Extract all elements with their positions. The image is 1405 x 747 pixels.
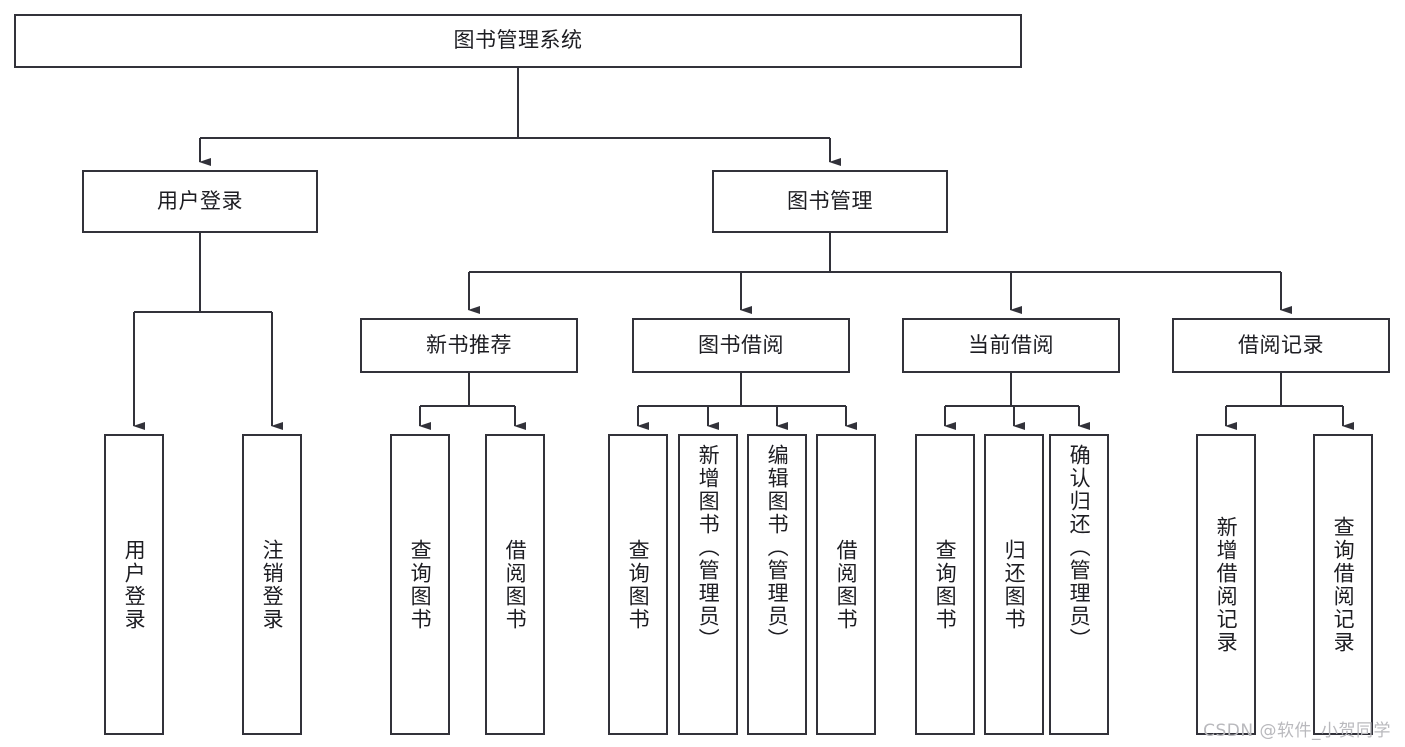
node-current-borrow[interactable]: 当前借阅 xyxy=(902,318,1120,373)
node-leaf-query-book-recommend-label: 查询图书 xyxy=(408,538,433,631)
node-leaf-logout-login-label: 注销登录 xyxy=(260,538,285,631)
node-leaf-query-book-current-label: 查询图书 xyxy=(933,538,958,631)
node-user-login-label: 用户登录 xyxy=(157,188,243,213)
node-leaf-borrow-book-recommend-label: 借阅图书 xyxy=(503,538,528,631)
node-borrow-record[interactable]: 借阅记录 xyxy=(1172,318,1390,373)
node-leaf-add-book-label: 新增图书（管理员） xyxy=(696,444,721,651)
node-root-system[interactable]: 图书管理系统 xyxy=(14,14,1022,68)
node-leaf-user-login-label: 用户登录 xyxy=(122,538,147,631)
node-book-borrow[interactable]: 图书借阅 xyxy=(632,318,850,373)
node-book-borrow-label: 图书借阅 xyxy=(698,332,784,357)
node-leaf-query-book-recommend[interactable]: 查询图书 xyxy=(390,434,450,735)
node-leaf-query-book-borrow[interactable]: 查询图书 xyxy=(608,434,668,735)
node-book-management-label: 图书管理 xyxy=(787,188,873,213)
node-leaf-confirm-return[interactable]: 确认归还（管理员） xyxy=(1049,434,1109,735)
node-new-book-recommend[interactable]: 新书推荐 xyxy=(360,318,578,373)
node-book-management[interactable]: 图书管理 xyxy=(712,170,948,233)
node-leaf-query-book-borrow-label: 查询图书 xyxy=(626,538,651,631)
node-current-borrow-label: 当前借阅 xyxy=(968,332,1054,357)
node-leaf-return-book-label: 归还图书 xyxy=(1002,538,1027,631)
node-leaf-add-borrow-record[interactable]: 新增借阅记录 xyxy=(1196,434,1256,735)
node-leaf-return-book[interactable]: 归还图书 xyxy=(984,434,1044,735)
node-leaf-query-borrow-record[interactable]: 查询借阅记录 xyxy=(1313,434,1373,735)
node-leaf-borrow-book[interactable]: 借阅图书 xyxy=(816,434,876,735)
node-leaf-user-login[interactable]: 用户登录 xyxy=(104,434,164,735)
node-user-login[interactable]: 用户登录 xyxy=(82,170,318,233)
node-leaf-edit-book-label: 编辑图书（管理员） xyxy=(765,444,790,651)
node-root-label: 图书管理系统 xyxy=(453,28,583,53)
node-leaf-borrow-book-label: 借阅图书 xyxy=(834,538,859,631)
node-new-book-recommend-label: 新书推荐 xyxy=(426,332,512,357)
node-leaf-query-borrow-record-label: 查询借阅记录 xyxy=(1331,515,1356,654)
node-leaf-confirm-return-label: 确认归还（管理员） xyxy=(1067,444,1092,651)
node-leaf-logout-login[interactable]: 注销登录 xyxy=(242,434,302,735)
node-leaf-edit-book[interactable]: 编辑图书（管理员） xyxy=(747,434,807,735)
node-leaf-query-book-current[interactable]: 查询图书 xyxy=(915,434,975,735)
node-borrow-record-label: 借阅记录 xyxy=(1238,332,1324,357)
node-leaf-borrow-book-recommend[interactable]: 借阅图书 xyxy=(485,434,545,735)
node-leaf-add-book[interactable]: 新增图书（管理员） xyxy=(678,434,738,735)
node-leaf-add-borrow-record-label: 新增借阅记录 xyxy=(1214,515,1239,654)
